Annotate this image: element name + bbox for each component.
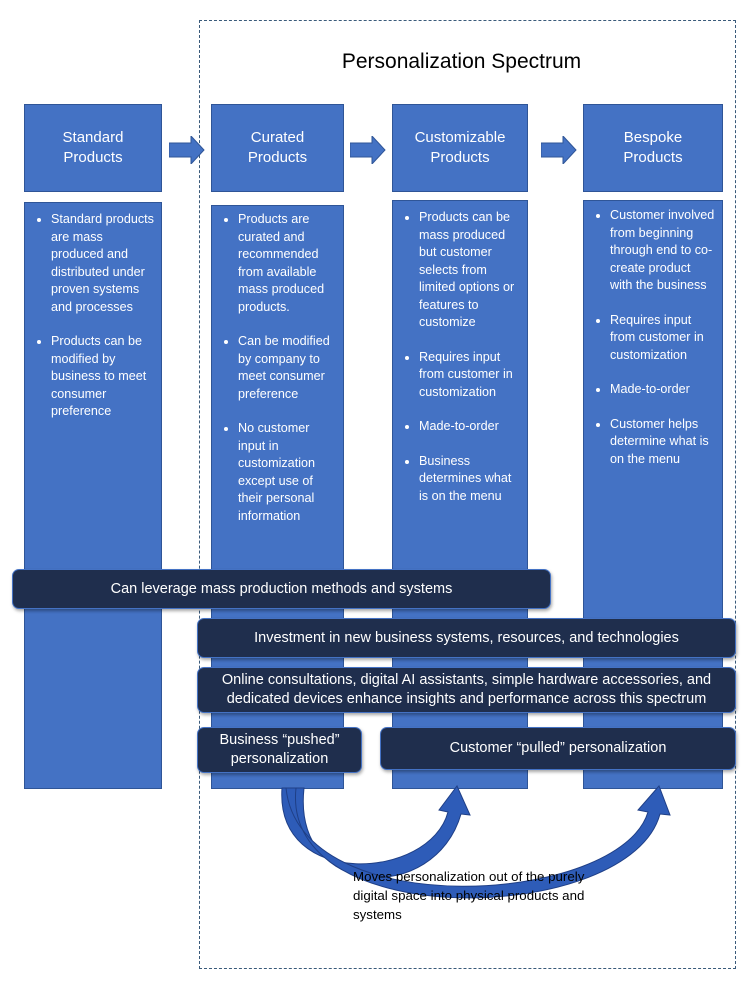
header-label: Customizable Products [414, 129, 506, 166]
bullet: Requires input from customer in customiz… [610, 312, 716, 365]
header-curated: Curated Products [211, 104, 344, 192]
pulled-personalization-box: Customer “pulled” personalization [380, 727, 736, 770]
bullet: Products can be mass produced but custom… [419, 209, 521, 332]
mass-production-bar: Can leverage mass production methods and… [12, 569, 551, 609]
bullet: Business determines what is on the menu [419, 453, 521, 506]
header-label: Bespoke Products [623, 129, 683, 166]
bar-label: Customer “pulled” personalization [449, 740, 667, 756]
curved-arrow-to-customizable-icon [281, 785, 471, 879]
bullet: No customer input in customization excep… [238, 420, 337, 525]
bullet: Standard products are mass produced and … [51, 211, 155, 316]
online-tools-bar: Online consultations, digital AI assista… [197, 667, 736, 713]
right-arrow-icon [350, 136, 386, 164]
diagram-title: Personalization Spectrum [341, 50, 582, 73]
pushed-personalization-box: Business “pushed” personalization [197, 727, 362, 773]
header-label: Curated Products [247, 129, 308, 166]
bar-label: Business “pushed” personalization [219, 732, 340, 767]
bottom-note: Moves personalization out of the purely … [353, 869, 585, 922]
investment-bar: Investment in new business systems, reso… [197, 618, 736, 658]
bullet: Customer helps determine what is on the … [610, 416, 716, 469]
header-customizable: Customizable Products [392, 104, 528, 192]
bullet: Requires input from customer in customiz… [419, 349, 521, 402]
bullet: Products can be modified by business to … [51, 333, 155, 421]
header-bespoke: Bespoke Products [583, 104, 723, 192]
column-standard-body: Standard products are mass produced and … [24, 202, 162, 789]
header-standard: Standard Products [24, 104, 162, 192]
bar-label: Online consultations, digital AI assista… [221, 672, 712, 707]
bullet: Can be modified by company to meet consu… [238, 333, 337, 403]
bullet: Products are curated and recommended fro… [238, 211, 337, 316]
curved-arrow-to-bespoke-icon [285, 785, 671, 899]
spectrum-frame [199, 20, 736, 969]
bullet: Made-to-order [419, 418, 521, 436]
bullet: Customer involved from beginning through… [610, 207, 716, 295]
right-arrow-icon [541, 136, 577, 164]
header-label: Standard Products [62, 129, 124, 166]
bullet: Made-to-order [610, 381, 716, 399]
bar-label: Investment in new business systems, reso… [254, 629, 679, 646]
right-arrow-icon [169, 136, 205, 164]
bar-label: Can leverage mass production methods and… [110, 580, 453, 597]
